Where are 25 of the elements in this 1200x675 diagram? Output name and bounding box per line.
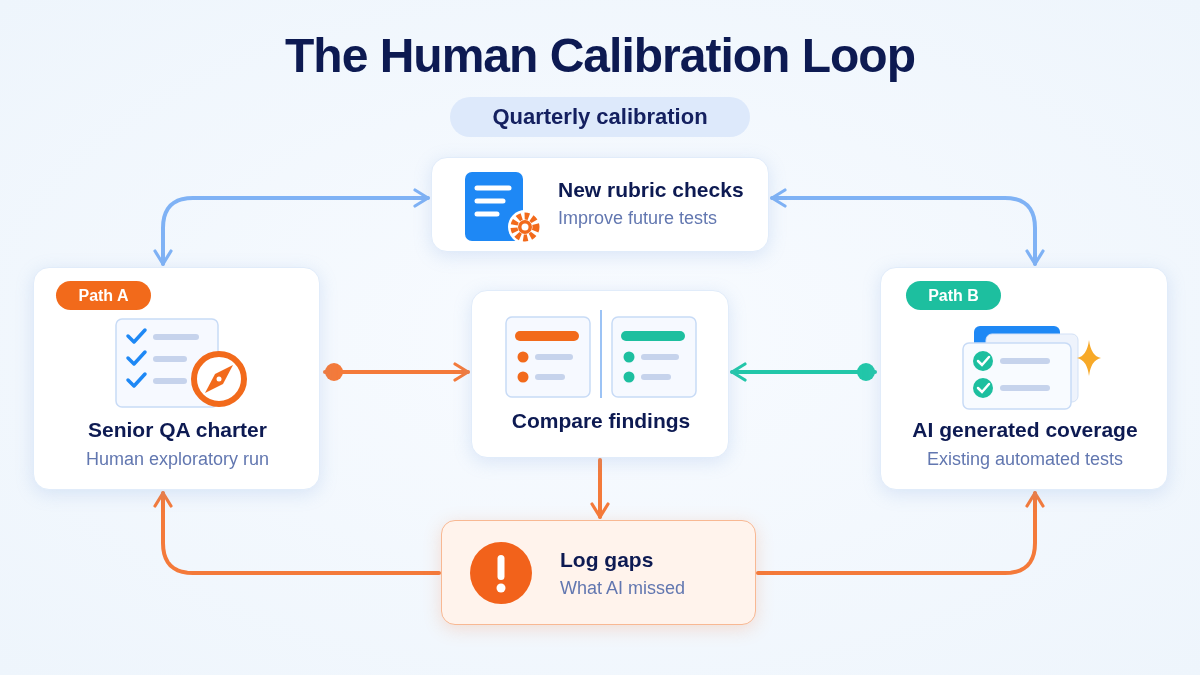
card-subtitle: What AI missed xyxy=(560,578,686,599)
path-tag: Path A xyxy=(56,281,151,310)
arrow xyxy=(770,188,1045,266)
card-title: Senior QA charter xyxy=(87,418,268,442)
card-subtitle: Existing automated tests xyxy=(925,449,1125,470)
calibration-pill: Quarterly calibration xyxy=(450,97,750,137)
arrow xyxy=(756,491,1045,575)
warning-card xyxy=(441,520,756,625)
arrow xyxy=(153,491,441,575)
diagram-title: The Human Calibration Loop xyxy=(284,28,916,83)
process-card xyxy=(471,290,729,458)
card-title: Log gaps xyxy=(560,548,654,572)
card-subtitle: Human exploratory run xyxy=(84,449,271,470)
card-title: Compare findings xyxy=(510,409,692,433)
process-card xyxy=(880,267,1168,490)
card-subtitle: Improve future tests xyxy=(558,208,718,229)
arrow xyxy=(590,458,610,519)
path-tag: Path B xyxy=(906,281,1001,310)
card-title: AI generated coverage xyxy=(911,418,1139,442)
process-card xyxy=(431,157,769,252)
card-title: New rubric checks xyxy=(558,178,744,202)
arrow xyxy=(730,362,877,382)
arrow xyxy=(323,362,470,382)
process-card xyxy=(33,267,320,490)
arrow xyxy=(153,188,430,266)
